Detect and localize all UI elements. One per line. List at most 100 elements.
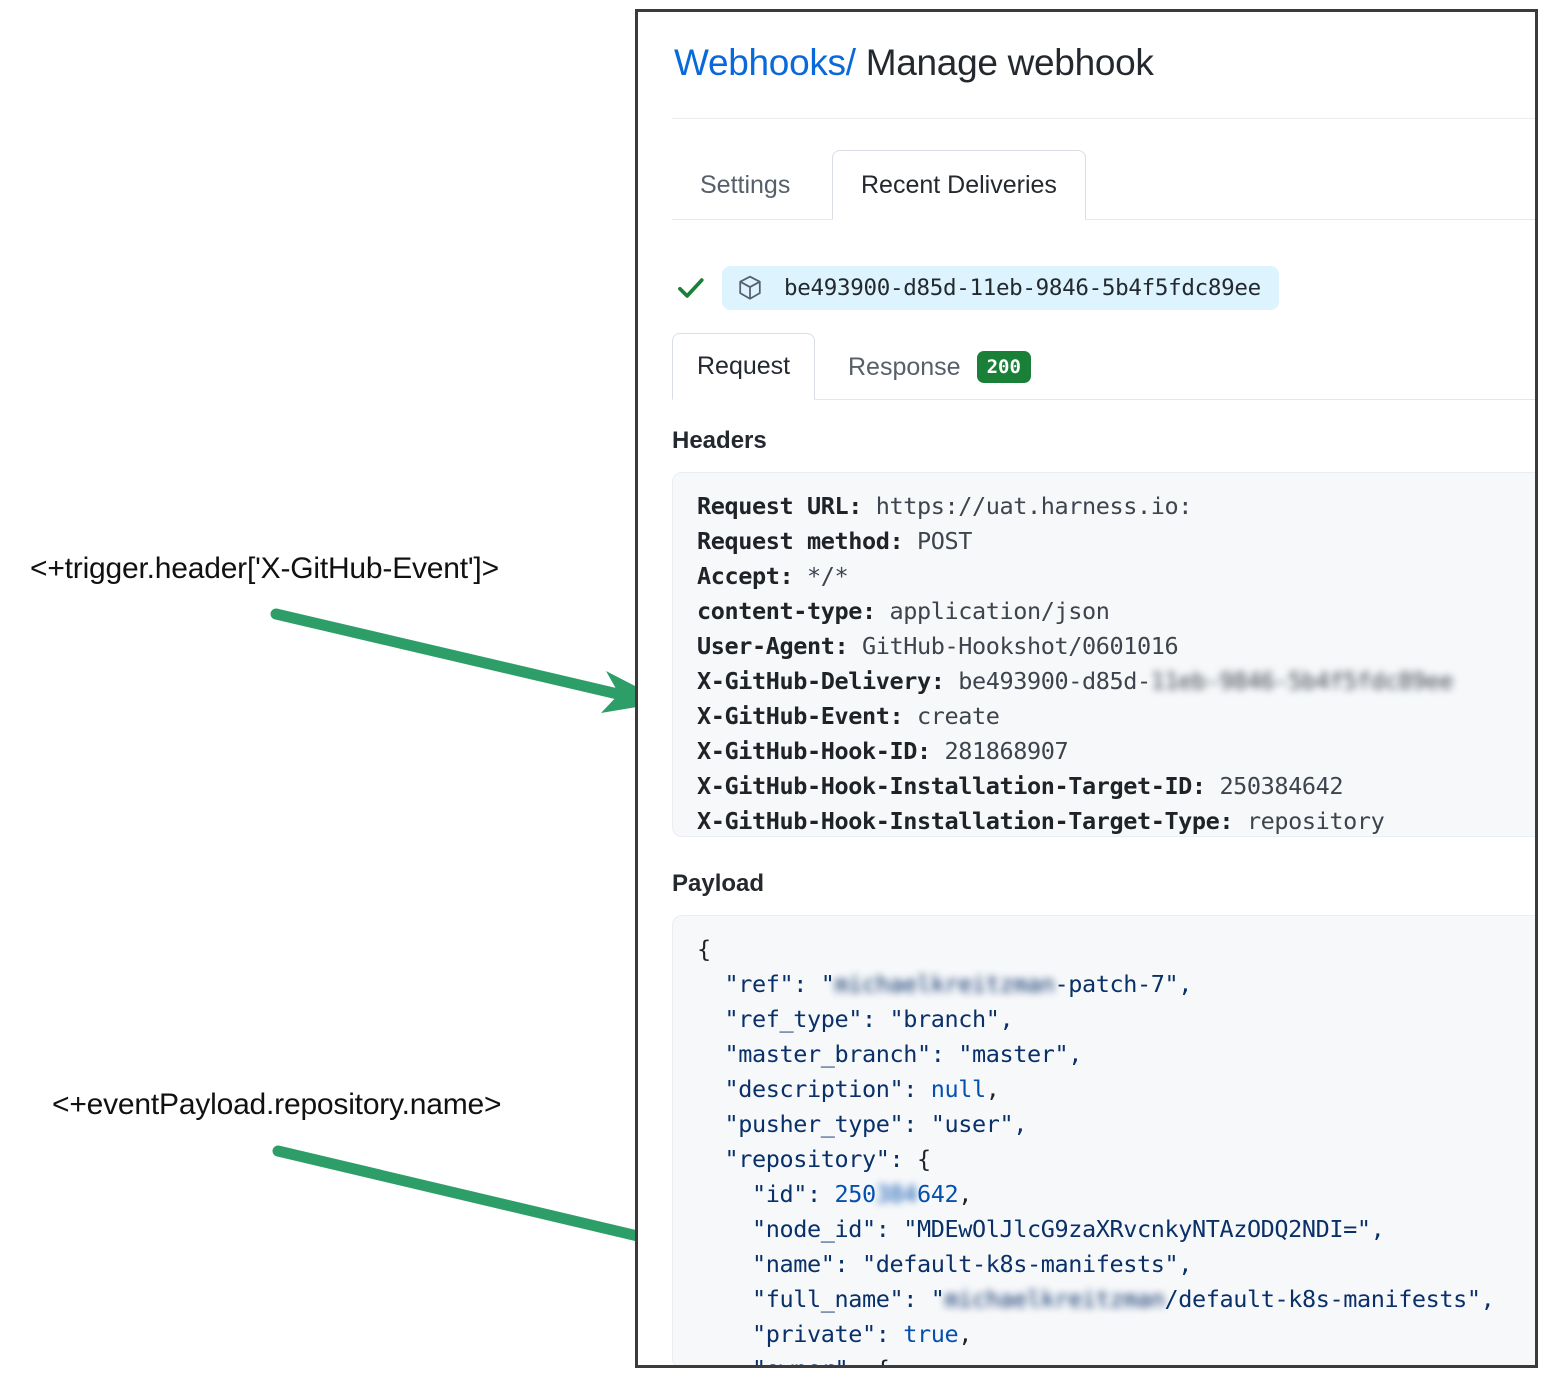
redacted-text: 384	[875, 1180, 918, 1208]
redacted-text: michaelkreitzman	[834, 970, 1055, 998]
header-line: X-GitHub-Event: create	[697, 699, 1535, 734]
title-divider	[672, 118, 1535, 119]
payload-brace: {	[862, 1355, 890, 1365]
header-key: User-Agent:	[697, 632, 849, 660]
payload-key: "ref":	[724, 970, 808, 998]
payload-line: "repository": {	[697, 1142, 1535, 1177]
sub-tabs-baseline	[672, 399, 1535, 400]
header-value: repository	[1246, 807, 1385, 835]
header-line: X-GitHub-Hook-ID: 281868907	[697, 734, 1535, 769]
header-key: X-GitHub-Delivery:	[697, 667, 945, 695]
status-badge: 200	[976, 351, 1031, 383]
header-line: X-GitHub-Hook-Installation-Target-ID: 25…	[697, 769, 1535, 804]
payload-number: 642	[917, 1180, 959, 1208]
package-cube-icon	[739, 275, 761, 300]
header-value: 250384642	[1219, 772, 1344, 800]
annotation-arrow-to-header	[270, 608, 666, 713]
header-key: content-type:	[697, 597, 876, 625]
header-key: Request method:	[697, 527, 904, 555]
payload-key: "owner":	[752, 1355, 862, 1365]
payload-comma: ,	[958, 1180, 972, 1208]
header-key: X-GitHub-Hook-Installation-Target-ID:	[697, 772, 1206, 800]
payload-value: "user",	[916, 1110, 1028, 1138]
annotation-label-header-expression: <+trigger.header['X-GitHub-Event']>	[30, 552, 499, 585]
header-key: X-GitHub-Hook-Installation-Target-Type:	[697, 807, 1234, 835]
payload-panel: { "ref": "michaelkreitzman-patch-7", "re…	[672, 915, 1535, 1365]
tab-request[interactable]: Request	[672, 333, 816, 400]
header-line: Accept: */*	[697, 559, 1535, 594]
breadcrumb-current: Manage webhook	[865, 42, 1154, 83]
page-title: Webhooks/ Manage webhook	[674, 42, 1154, 84]
payload-line: "id": 250384642,	[697, 1177, 1535, 1212]
payload-line: "master_branch": "master",	[697, 1037, 1535, 1072]
payload-key: "pusher_type":	[724, 1110, 918, 1138]
check-icon	[678, 278, 704, 298]
payload-key: "ref_type":	[724, 1005, 877, 1033]
primary-tab-bar: Settings Recent Deliveries	[672, 150, 1535, 220]
breadcrumb-separator: /	[845, 42, 856, 83]
payload-key: "description":	[724, 1075, 918, 1103]
payload-quote: "	[916, 1285, 945, 1313]
header-key: X-GitHub-Hook-ID:	[697, 737, 931, 765]
payload-value: /default-k8s-manifests",	[1164, 1285, 1495, 1313]
header-line: X-GitHub-Delivery: be493900-d85d-11eb-98…	[697, 664, 1535, 699]
payload-key: "name":	[752, 1250, 849, 1278]
webhook-delivery-card: Webhooks/ Manage webhook Settings Recent…	[635, 9, 1538, 1368]
payload-line: "private": true,	[697, 1317, 1535, 1352]
tab-response-label: Response	[848, 352, 961, 381]
headers-heading: Headers	[672, 427, 767, 454]
payload-line: "pusher_type": "user",	[697, 1107, 1535, 1142]
payload-key: "master_branch":	[724, 1040, 945, 1068]
payload-line: "full_name": "michaelkreitzman/default-k…	[697, 1282, 1535, 1317]
header-value: POST	[916, 527, 972, 555]
payload-comma: ,	[985, 1075, 1000, 1103]
annotation-label-payload-expression: <+eventPayload.repository.name>	[52, 1088, 502, 1121]
delivery-id-pill[interactable]: be493900-d85d-11eb-9846-5b4f5fdc89ee	[722, 266, 1279, 310]
header-line: Request URL: https://uat.harness.io:	[697, 489, 1535, 524]
payload-quote: "	[807, 970, 835, 998]
tab-recent-deliveries[interactable]: Recent Deliveries	[832, 150, 1086, 220]
primary-tabs-baseline	[672, 219, 1535, 220]
header-value: be493900-d85d-	[958, 667, 1151, 695]
delivery-row: be493900-d85d-11eb-9846-5b4f5fdc89ee	[674, 264, 1279, 312]
header-value: GitHub-Hookshot/0601016	[861, 632, 1179, 660]
delivery-id-text: be493900-d85d-11eb-9846-5b4f5fdc89ee	[784, 275, 1261, 301]
header-value: */*	[807, 562, 849, 590]
payload-value: "default-k8s-manifests",	[848, 1250, 1192, 1278]
payload-line: "name": "default-k8s-manifests",	[697, 1247, 1535, 1282]
tab-response[interactable]: Response 200	[824, 334, 1055, 400]
payload-number: 250	[820, 1180, 876, 1208]
header-key: Accept:	[697, 562, 794, 590]
tab-settings[interactable]: Settings	[672, 151, 818, 220]
request-response-tab-bar: Request Response 200	[672, 333, 1535, 400]
breadcrumb-webhooks-link[interactable]: Webhooks	[674, 42, 846, 83]
payload-key: "node_id":	[752, 1215, 890, 1243]
header-key: Request URL:	[697, 492, 862, 520]
payload-line: "ref_type": "branch",	[697, 1002, 1535, 1037]
payload-key: "full_name":	[752, 1285, 917, 1313]
header-line: Request method: POST	[697, 524, 1535, 559]
header-line: User-Agent: GitHub-Hookshot/0601016	[697, 629, 1535, 664]
payload-key: "id":	[752, 1180, 821, 1208]
payload-literal: true	[889, 1320, 959, 1348]
payload-line: "owner": {	[697, 1352, 1535, 1365]
redacted-text: 11eb-9846-5b4f5fdc89ee	[1150, 667, 1454, 695]
payload-key: "private":	[752, 1320, 890, 1348]
headers-panel: Request URL: https://uat.harness.io: Req…	[672, 472, 1535, 837]
payload-key: "repository":	[724, 1145, 904, 1173]
header-line: X-GitHub-Hook-Installation-Target-Type: …	[697, 804, 1535, 836]
payload-line: "description": null,	[697, 1072, 1535, 1107]
payload-heading: Payload	[672, 870, 765, 897]
payload-value: "branch",	[875, 1005, 1014, 1033]
header-key: X-GitHub-Event:	[697, 702, 904, 730]
header-value: create	[916, 702, 1000, 730]
payload-brace: {	[697, 935, 711, 963]
payload-value: "MDEwOlJlcG9zaXRvcnkyNTAzODQ2NDI=",	[889, 1215, 1385, 1243]
payload-value: -patch-7",	[1054, 970, 1192, 998]
header-line: content-type: application/json	[697, 594, 1535, 629]
payload-line: "node_id": "MDEwOlJlcG9zaXRvcnkyNTAzODQ2…	[697, 1212, 1535, 1247]
header-value: https://uat.harness.io:	[875, 492, 1193, 520]
payload-value: "master",	[944, 1040, 1082, 1068]
payload-line: {	[697, 932, 1535, 967]
payload-line: "ref": "michaelkreitzman-patch-7",	[697, 967, 1535, 1002]
